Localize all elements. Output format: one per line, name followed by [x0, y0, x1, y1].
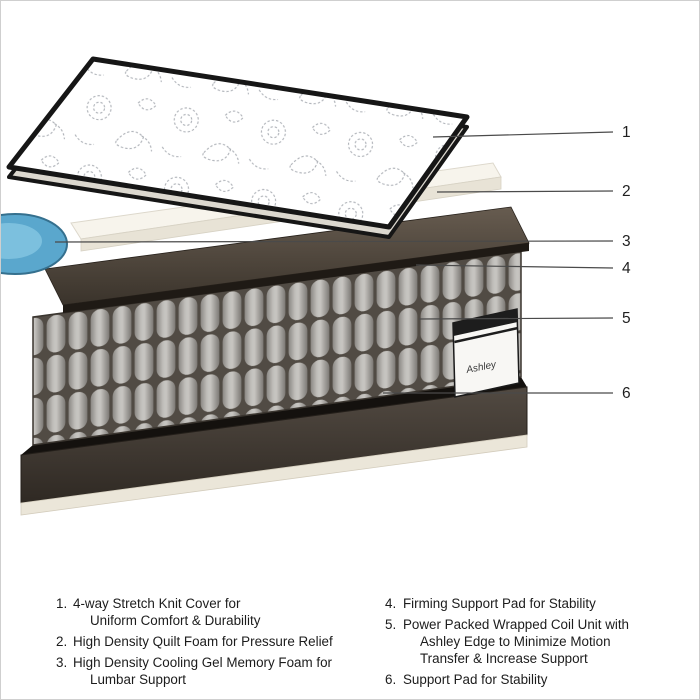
cover-top-face	[6, 56, 470, 230]
legend-item-1: 1. 4-way Stretch Knit Cover for Uniform …	[56, 595, 371, 629]
legend-column-left: 1. 4-way Stretch Knit Cover for Uniform …	[56, 595, 371, 692]
cooling-gel-layer	[1, 213, 68, 275]
legend-column-right: 4. Firming Support Pad for Stability 5. …	[385, 595, 685, 692]
callout-number-6: 6	[622, 385, 631, 402]
legend-item-1-number: 1.	[56, 596, 68, 611]
callout-lines	[54, 131, 614, 394]
callout-line-4	[415, 264, 614, 269]
slab-bottom-binding	[20, 434, 528, 516]
legend-item-5: 5. Power Packed Wrapped Coil Unit with A…	[385, 616, 685, 667]
callout-line-1	[432, 131, 614, 138]
legend-item-6-text: Support Pad for Stability	[403, 672, 548, 687]
legend-item-3-number: 3.	[56, 655, 68, 670]
gel-disc-highlight	[1, 223, 42, 259]
legend-item-2: 2. High Density Quilt Foam for Pressure …	[56, 633, 371, 650]
legend-item-1-text: 4-way Stretch Knit Cover for Uniform Com…	[73, 596, 261, 628]
legend-item-5-number: 5.	[385, 617, 397, 632]
callout-numbers: 1 2 3 4 5 6	[622, 124, 631, 402]
pad-front-edge	[63, 243, 529, 313]
legend-item-2-text: High Density Quilt Foam for Pressure Rel…	[73, 634, 333, 649]
legend-item-6: 6. Support Pad for Stability	[385, 671, 685, 688]
callout-line-2	[436, 190, 614, 193]
legend-item-3-text: High Density Cooling Gel Memory Foam for…	[73, 655, 332, 687]
callout-number-1: 1	[622, 124, 631, 141]
legend-item-4-text: Firming Support Pad for Stability	[403, 596, 596, 611]
callout-line-5	[418, 317, 614, 320]
callout-number-3: 3	[622, 233, 631, 250]
legend-item-4: 4. Firming Support Pad for Stability	[385, 595, 685, 612]
ashley-edge-badge: Ashley	[452, 308, 520, 398]
callout-number-2: 2	[622, 183, 631, 200]
callout-number-5: 5	[622, 310, 631, 327]
legend-item-3: 3. High Density Cooling Gel Memory Foam …	[56, 654, 371, 688]
mattress-exploded-diagram: Ashley	[1, 56, 631, 516]
legend-item-6-number: 6.	[385, 672, 397, 687]
legend-item-5-text: Power Packed Wrapped Coil Unit with Ashl…	[403, 617, 630, 666]
callout-line-3	[54, 240, 614, 243]
badge-stripe	[454, 326, 519, 344]
callout-number-4: 4	[622, 260, 631, 277]
slab-shadow-gap	[21, 377, 527, 455]
stretch-knit-cover-layer	[6, 56, 470, 239]
legend-item-4-number: 4.	[385, 596, 397, 611]
legend-item-2-number: 2.	[56, 634, 68, 649]
support-pad-bottom-layer	[20, 377, 528, 516]
badge-top-band	[453, 309, 518, 336]
